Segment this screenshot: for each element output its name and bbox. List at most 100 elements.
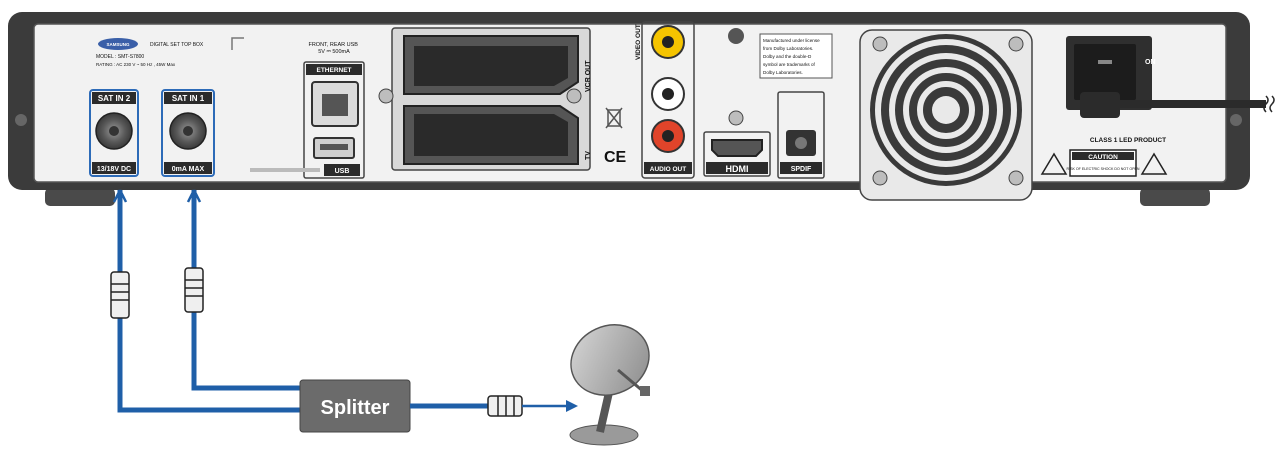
dolby-note-frame [759, 33, 833, 79]
front-usb-note-line1: FRONT, REAR USB [308, 42, 358, 48]
f-connector-dish-ridges [497, 396, 515, 416]
fan-screw-br [1008, 170, 1024, 186]
side-screw-right [1230, 114, 1242, 126]
sat-in-1-bottom-tag [164, 162, 212, 174]
fan-screw-tl [872, 36, 888, 52]
scart-screw-left [378, 88, 394, 104]
fan-screw-tr [1008, 36, 1024, 52]
front-usb-note-line2: 5V ⎓ 500mA [318, 49, 350, 55]
f-connector-sat-in-2 [110, 271, 130, 319]
on-label: ON [1145, 59, 1156, 66]
sat-in-1-label: SAT IN 1 [172, 94, 205, 103]
left-foot [45, 188, 115, 206]
brand-logo: SAMSUNG [106, 42, 130, 47]
ethernet-jack [322, 94, 348, 116]
dish-lnb [640, 386, 650, 396]
spdif-lens [795, 137, 807, 149]
sat-in-1-port[interactable]: SAT IN 1 0mA MAX [161, 89, 215, 177]
fan-ring-1 [875, 39, 1017, 181]
vent-slot [250, 168, 320, 172]
model-sticker: SAMSUNG DIGITAL SET TOP BOX MODEL : SMT-… [96, 38, 204, 67]
cable-sat-in-1 [184, 189, 300, 391]
dolby-note-line2: from Dolby Laboratories. [763, 46, 813, 51]
dolby-note: Manufactured under license from Dolby La… [763, 38, 821, 75]
dish-arm [617, 368, 645, 394]
sat-in-2-bottom-tag [92, 162, 136, 174]
dolby-note-box: Manufactured under license from Dolby La… [759, 33, 833, 79]
cable-sat-in-1-line [191, 190, 300, 391]
sat-in-2-pin [109, 126, 119, 136]
f-connector-dish [487, 395, 523, 417]
power-switch[interactable] [1074, 44, 1136, 100]
cable-sat-in-2-line [117, 190, 300, 413]
dish-reflector [570, 324, 650, 396]
spdif-block: SPDIF [777, 91, 825, 179]
fan-screw-bl [872, 170, 888, 186]
sat-in-2-label: SAT IN 2 [98, 94, 131, 103]
fan-ring-2 [889, 53, 1003, 167]
cable-sat-in-2 [110, 189, 300, 413]
ethernet-label: ETHERNET [316, 67, 351, 74]
sat-in-1-pin [183, 126, 193, 136]
front-usb-note: FRONT, REAR USB 5V ⎓ 500mA [308, 42, 359, 55]
dolby-note-line1: Manufactured under license [763, 38, 820, 43]
hdmi-frame [703, 131, 771, 177]
video-out-hole [662, 36, 674, 48]
rca-frame [641, 21, 695, 179]
cord-break-mark [1263, 95, 1275, 113]
sat-in-2-port[interactable]: SAT IN 2 13/18V DC [89, 89, 139, 177]
warning-triangle-right-icon [1140, 152, 1168, 175]
cable-dish [410, 395, 578, 417]
ce-mark: CE [604, 149, 627, 166]
scart-vcr-pins [414, 46, 568, 86]
sat-in-2-voltage: 13/18V DC [97, 166, 131, 173]
right-foot [1140, 188, 1210, 206]
fan-ring-3 [903, 67, 989, 153]
weee-bin-icon [607, 109, 621, 127]
hdmi-tag [706, 162, 768, 174]
caution-title-bar [1072, 152, 1134, 160]
model-line: MODEL : SMT-S7800 [96, 54, 144, 60]
f-connector-sat-in-1-ridges [185, 279, 203, 297]
arrow-right-dish-icon [566, 400, 578, 412]
brand-logo-oval [98, 38, 138, 50]
ethernet-tag [306, 64, 362, 75]
splitter-label: Splitter [321, 397, 390, 419]
panel-screw-top [728, 28, 744, 44]
satellite-dish-icon [569, 324, 650, 446]
usb-slot [320, 144, 348, 150]
model-top-line: DIGITAL SET TOP BOX [150, 42, 204, 48]
spdif-label: SPDIF [791, 166, 812, 173]
power-block: ON CLASS 1 LED PRODUCT CAUTION RISK OF E… [1040, 36, 1275, 177]
caution-text: RISK OF ELECTRIC SHOCK DO NOT OPEN [1066, 167, 1139, 171]
audio-left-hole [662, 88, 674, 100]
dolby-note-line4: symbol are trademarks of [763, 62, 816, 67]
spdif-tag [780, 162, 822, 174]
hdmi-screw [728, 110, 744, 126]
audio-right-hole [662, 130, 674, 142]
hdmi-label: HDMI [726, 164, 749, 174]
sat-in-1-current: 0mA MAX [172, 166, 205, 173]
scart-vcr-label: VCR OUT [585, 60, 592, 92]
sat-in-2-frame [89, 89, 139, 177]
rca-block: VIDEO OUT AUDIO OUT [635, 21, 695, 179]
fan-ring-4 [917, 81, 975, 139]
power-switch-mark [1098, 60, 1112, 64]
caution-title: CAUTION [1088, 154, 1118, 161]
class-led-label: CLASS 1 LED PRODUCT [1090, 137, 1166, 144]
hdmi-port[interactable] [711, 139, 763, 157]
spdif-frame [777, 91, 825, 179]
arrow-up-sat-in-1-icon [186, 189, 202, 203]
dolby-note-line3: Dolby and the double-D [763, 54, 812, 59]
audio-out-tag [644, 162, 692, 174]
scart-tv-pins [414, 114, 568, 156]
dolby-note-line5: Dolby Laboratories. [763, 70, 803, 75]
cooling-fan [859, 29, 1033, 201]
audio-out-label: AUDIO OUT [650, 166, 687, 173]
rating-line: RATING : AC 230 V ~ 50 Hz , 45W Max [96, 62, 176, 67]
scart-tv-label: TV [585, 151, 592, 160]
corner-mark [231, 37, 244, 50]
video-out-label: VIDEO OUT [635, 24, 642, 60]
usb-label: USB [335, 168, 350, 175]
ethernet-usb-block: FRONT, REAR USB 5V ⎓ 500mA ETHERNET USB [250, 42, 365, 179]
